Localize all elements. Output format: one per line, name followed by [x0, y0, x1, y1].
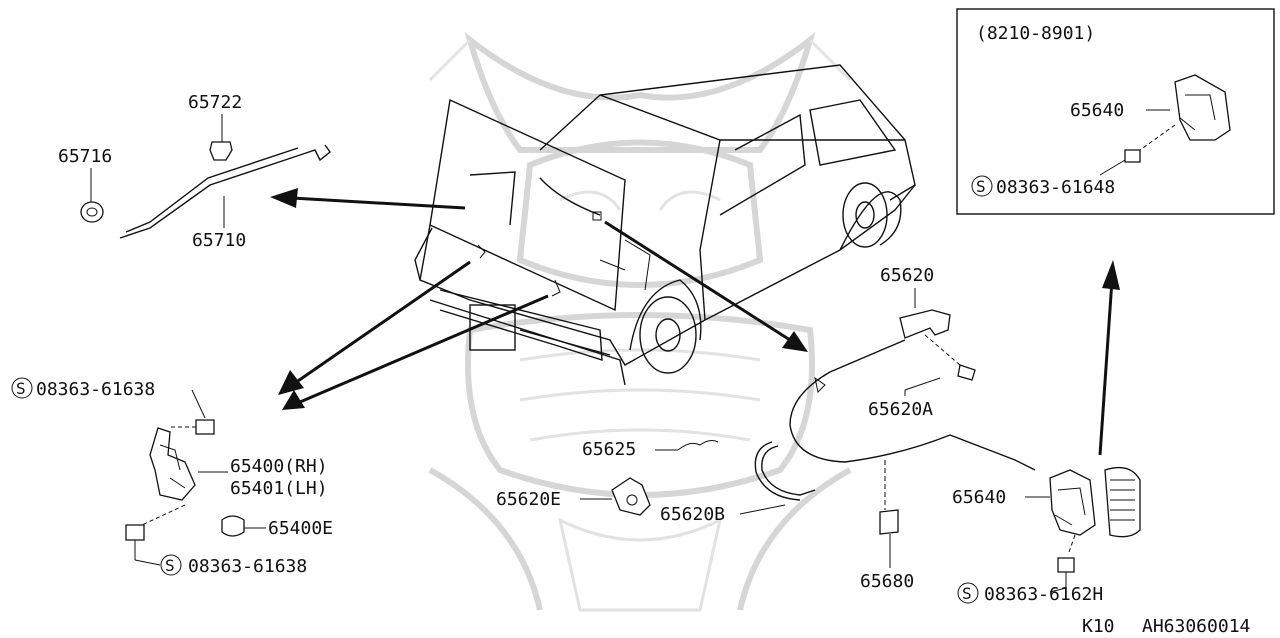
- screw-symbol-right: [957, 582, 979, 604]
- label-65640-inset: 65640: [1070, 100, 1124, 121]
- latch-group: 65640 S 08363-6162H: [952, 466, 1141, 605]
- label-65680: 65680: [860, 571, 914, 592]
- label-bolt-upper-left: 08363-61638: [36, 379, 155, 400]
- label-65620B: 65620B: [660, 504, 725, 525]
- cable-guide-65620B: [761, 445, 816, 496]
- car-illustration: [414, 64, 916, 386]
- watermark-crest: [428, 31, 852, 612]
- screw-symbol-upper-left: [11, 377, 33, 399]
- label-65401: 65401(LH): [230, 478, 328, 499]
- release-cable: [789, 339, 1036, 471]
- footer-diagram-code: AH63060014: [1142, 616, 1250, 637]
- hinge-group: S 08363-61638 65400(RH) 65401(LH) 65400E…: [11, 377, 333, 577]
- inset-range: (8210-8901): [976, 23, 1095, 44]
- screw-65620A: [957, 364, 976, 381]
- label-65400E: 65400E: [268, 518, 333, 539]
- label-65640-main: 65640: [952, 487, 1006, 508]
- screw-s-upper-left: S: [16, 379, 26, 398]
- bumper-65400E: [221, 515, 245, 537]
- label-65620E: 65620E: [496, 489, 561, 510]
- screw-s-right: S: [962, 584, 972, 603]
- bolt-lower-left: [125, 524, 145, 541]
- hinge-65400: [149, 427, 196, 501]
- opener-cable-group: 65620 65620A 65625 65620E 65620B 65680: [496, 265, 1036, 592]
- bolt-inset: [1124, 149, 1141, 163]
- label-65625: 65625: [582, 439, 636, 460]
- clip-65625: [677, 440, 719, 451]
- callout-arrows: [270, 188, 1120, 456]
- label-65716: 65716: [58, 146, 112, 167]
- support-rod-group: 65722 65716 65710: [58, 92, 331, 251]
- screw-symbol-inset: [971, 175, 993, 197]
- label-65710: 65710: [192, 230, 246, 251]
- label-bolt-right: 08363-6162H: [984, 584, 1103, 605]
- latch-65640-inset: [1174, 74, 1231, 141]
- screw-s-lower-left: S: [165, 556, 175, 575]
- label-65620: 65620: [880, 265, 934, 286]
- pad-65680: [879, 509, 899, 535]
- grommet-65716: [80, 201, 104, 223]
- clip-65722: [209, 141, 233, 161]
- screw-s-inset: S: [976, 177, 986, 196]
- clamp-65620E: [611, 477, 651, 516]
- bolt-upper-left: [195, 419, 215, 435]
- bolt-right: [1057, 557, 1075, 573]
- label-bolt-lower-left: 08363-61638: [188, 556, 307, 577]
- footer-model: K10: [1082, 616, 1115, 637]
- inset-panel: (8210-8901) 65640 S 08363-61648: [956, 8, 1275, 215]
- screw-symbol-lower-left: [160, 554, 182, 576]
- opener-handle-65620: [899, 309, 951, 339]
- label-bolt-inset: 08363-61648: [996, 177, 1115, 198]
- support-rod-65710: [119, 144, 331, 239]
- label-65620A: 65620A: [868, 399, 933, 420]
- striker: [1104, 466, 1141, 538]
- latch-65640: [1049, 469, 1096, 536]
- label-65400: 65400(RH): [230, 456, 328, 477]
- label-65722: 65722: [188, 92, 242, 113]
